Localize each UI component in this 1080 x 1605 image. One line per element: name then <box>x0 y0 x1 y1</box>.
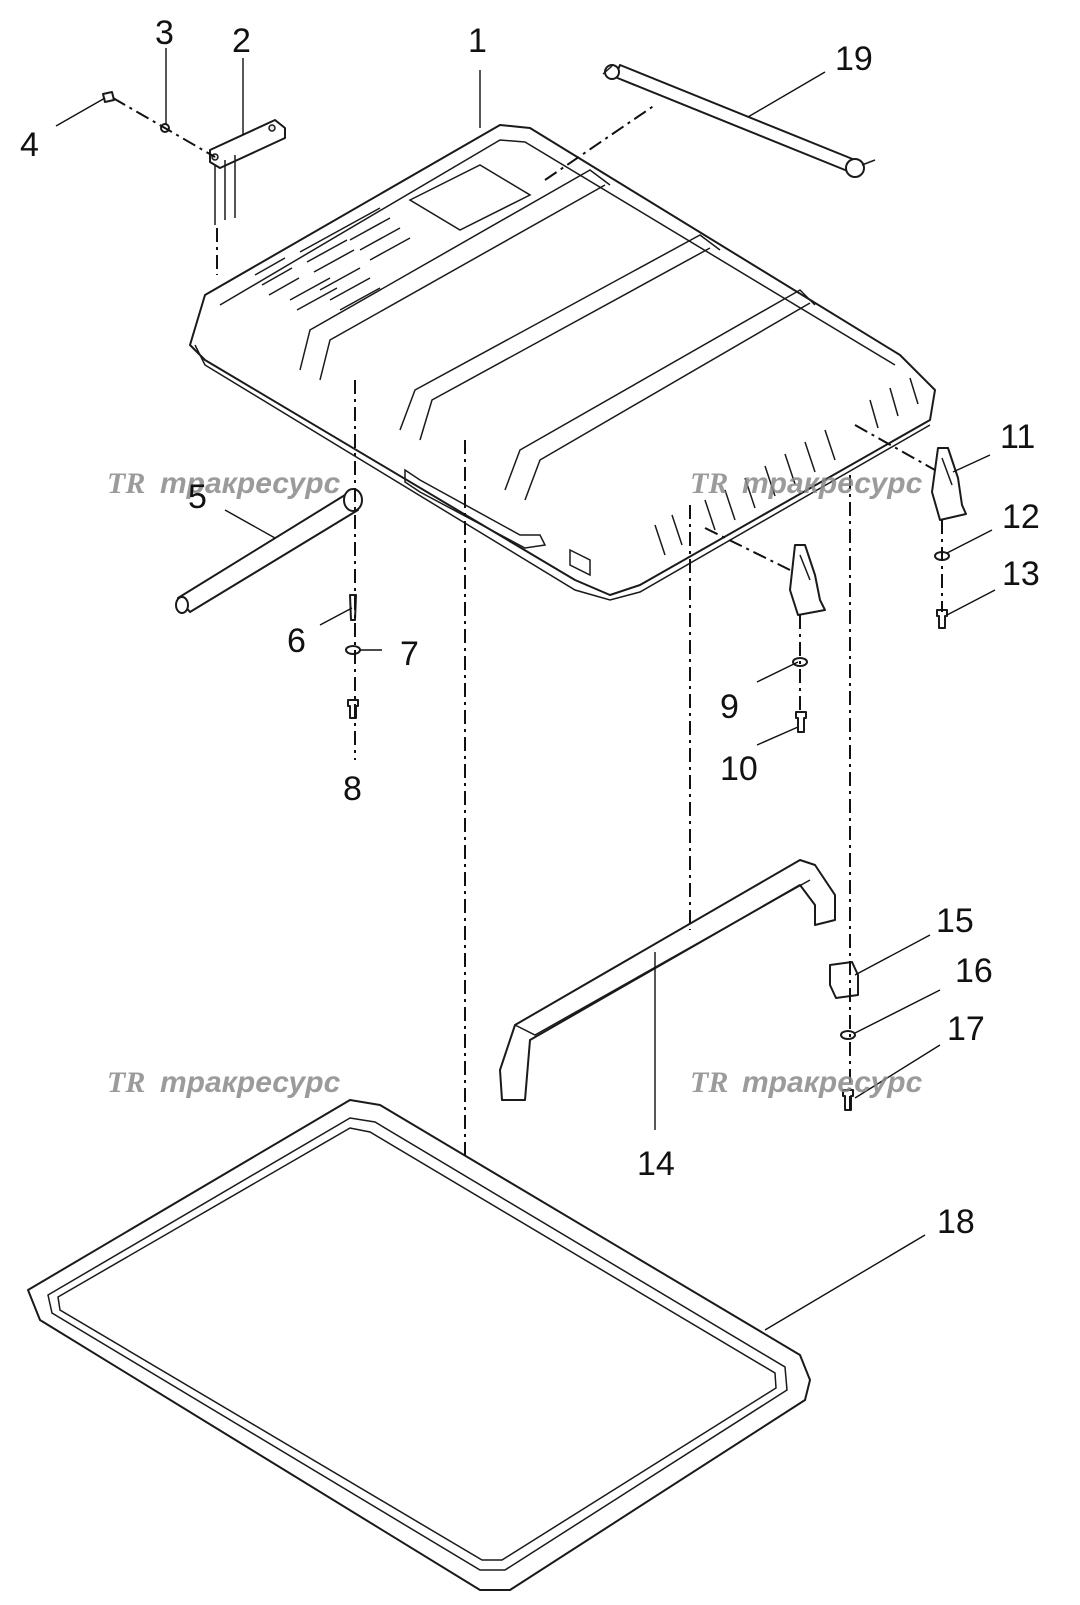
callout-5: 5 <box>188 478 207 516</box>
callout-4: 4 <box>20 126 39 164</box>
part-5-hinge-pin <box>175 488 363 614</box>
svg-text:TR: TR <box>690 1066 728 1099</box>
part-8-bolt <box>347 699 359 719</box>
watermark-2: TR тракресурс <box>690 467 923 500</box>
assembly-lines <box>112 97 943 1160</box>
watermark-1: TR тракресурс <box>107 467 341 500</box>
callout-12: 12 <box>1002 498 1040 536</box>
part-10-bolt <box>795 711 807 733</box>
part-2-hinge-bracket <box>209 119 286 225</box>
part-latch-front <box>789 544 826 616</box>
leader-lines <box>55 48 996 1331</box>
callout-18: 18 <box>937 1203 975 1241</box>
part-18-seal-frame <box>27 1099 811 1591</box>
watermark-3: TR тракресурс <box>107 1066 341 1099</box>
callout-2: 2 <box>232 22 251 60</box>
part-1-cover <box>189 124 936 601</box>
callout-11: 11 <box>1000 418 1035 456</box>
callout-9: 9 <box>720 688 739 726</box>
part-4-screw <box>102 91 115 103</box>
svg-text:тракресурс: тракресурс <box>742 467 923 500</box>
callout-7: 7 <box>400 635 419 673</box>
callout-6: 6 <box>287 622 306 660</box>
callout-15: 15 <box>936 902 974 940</box>
callout-8: 8 <box>343 770 362 808</box>
part-14-handle <box>499 859 836 1101</box>
callout-16: 16 <box>955 952 993 990</box>
svg-text:тракресурс: тракресурс <box>160 467 341 500</box>
svg-text:TR: TR <box>690 467 728 500</box>
callout-3: 3 <box>155 14 174 52</box>
part-19-gas-strut <box>602 64 876 178</box>
part-13-bolt <box>936 609 948 629</box>
callout-labels: 1 2 3 4 5 6 7 8 9 10 11 12 13 14 15 16 1… <box>20 14 1040 1241</box>
callout-1: 1 <box>468 22 487 60</box>
callout-10: 10 <box>720 750 758 788</box>
svg-text:TR: TR <box>107 1066 145 1099</box>
watermark-group: TR тракресурс TR тракресурс TR тракресур… <box>107 467 923 1099</box>
callout-17: 17 <box>947 1010 985 1048</box>
svg-text:тракресурс: тракресурс <box>742 1066 923 1099</box>
part-11-latch <box>931 447 967 521</box>
watermark-4: TR тракресурс <box>690 1066 923 1099</box>
part-16-washer <box>840 1030 856 1040</box>
callout-14: 14 <box>637 1145 675 1183</box>
callout-19: 19 <box>835 40 873 78</box>
callout-13: 13 <box>1002 555 1040 593</box>
part-7-washer <box>345 645 361 655</box>
svg-text:тракресурс: тракресурс <box>160 1066 341 1099</box>
svg-text:TR: TR <box>107 467 145 500</box>
part-15-bracket <box>829 961 859 999</box>
